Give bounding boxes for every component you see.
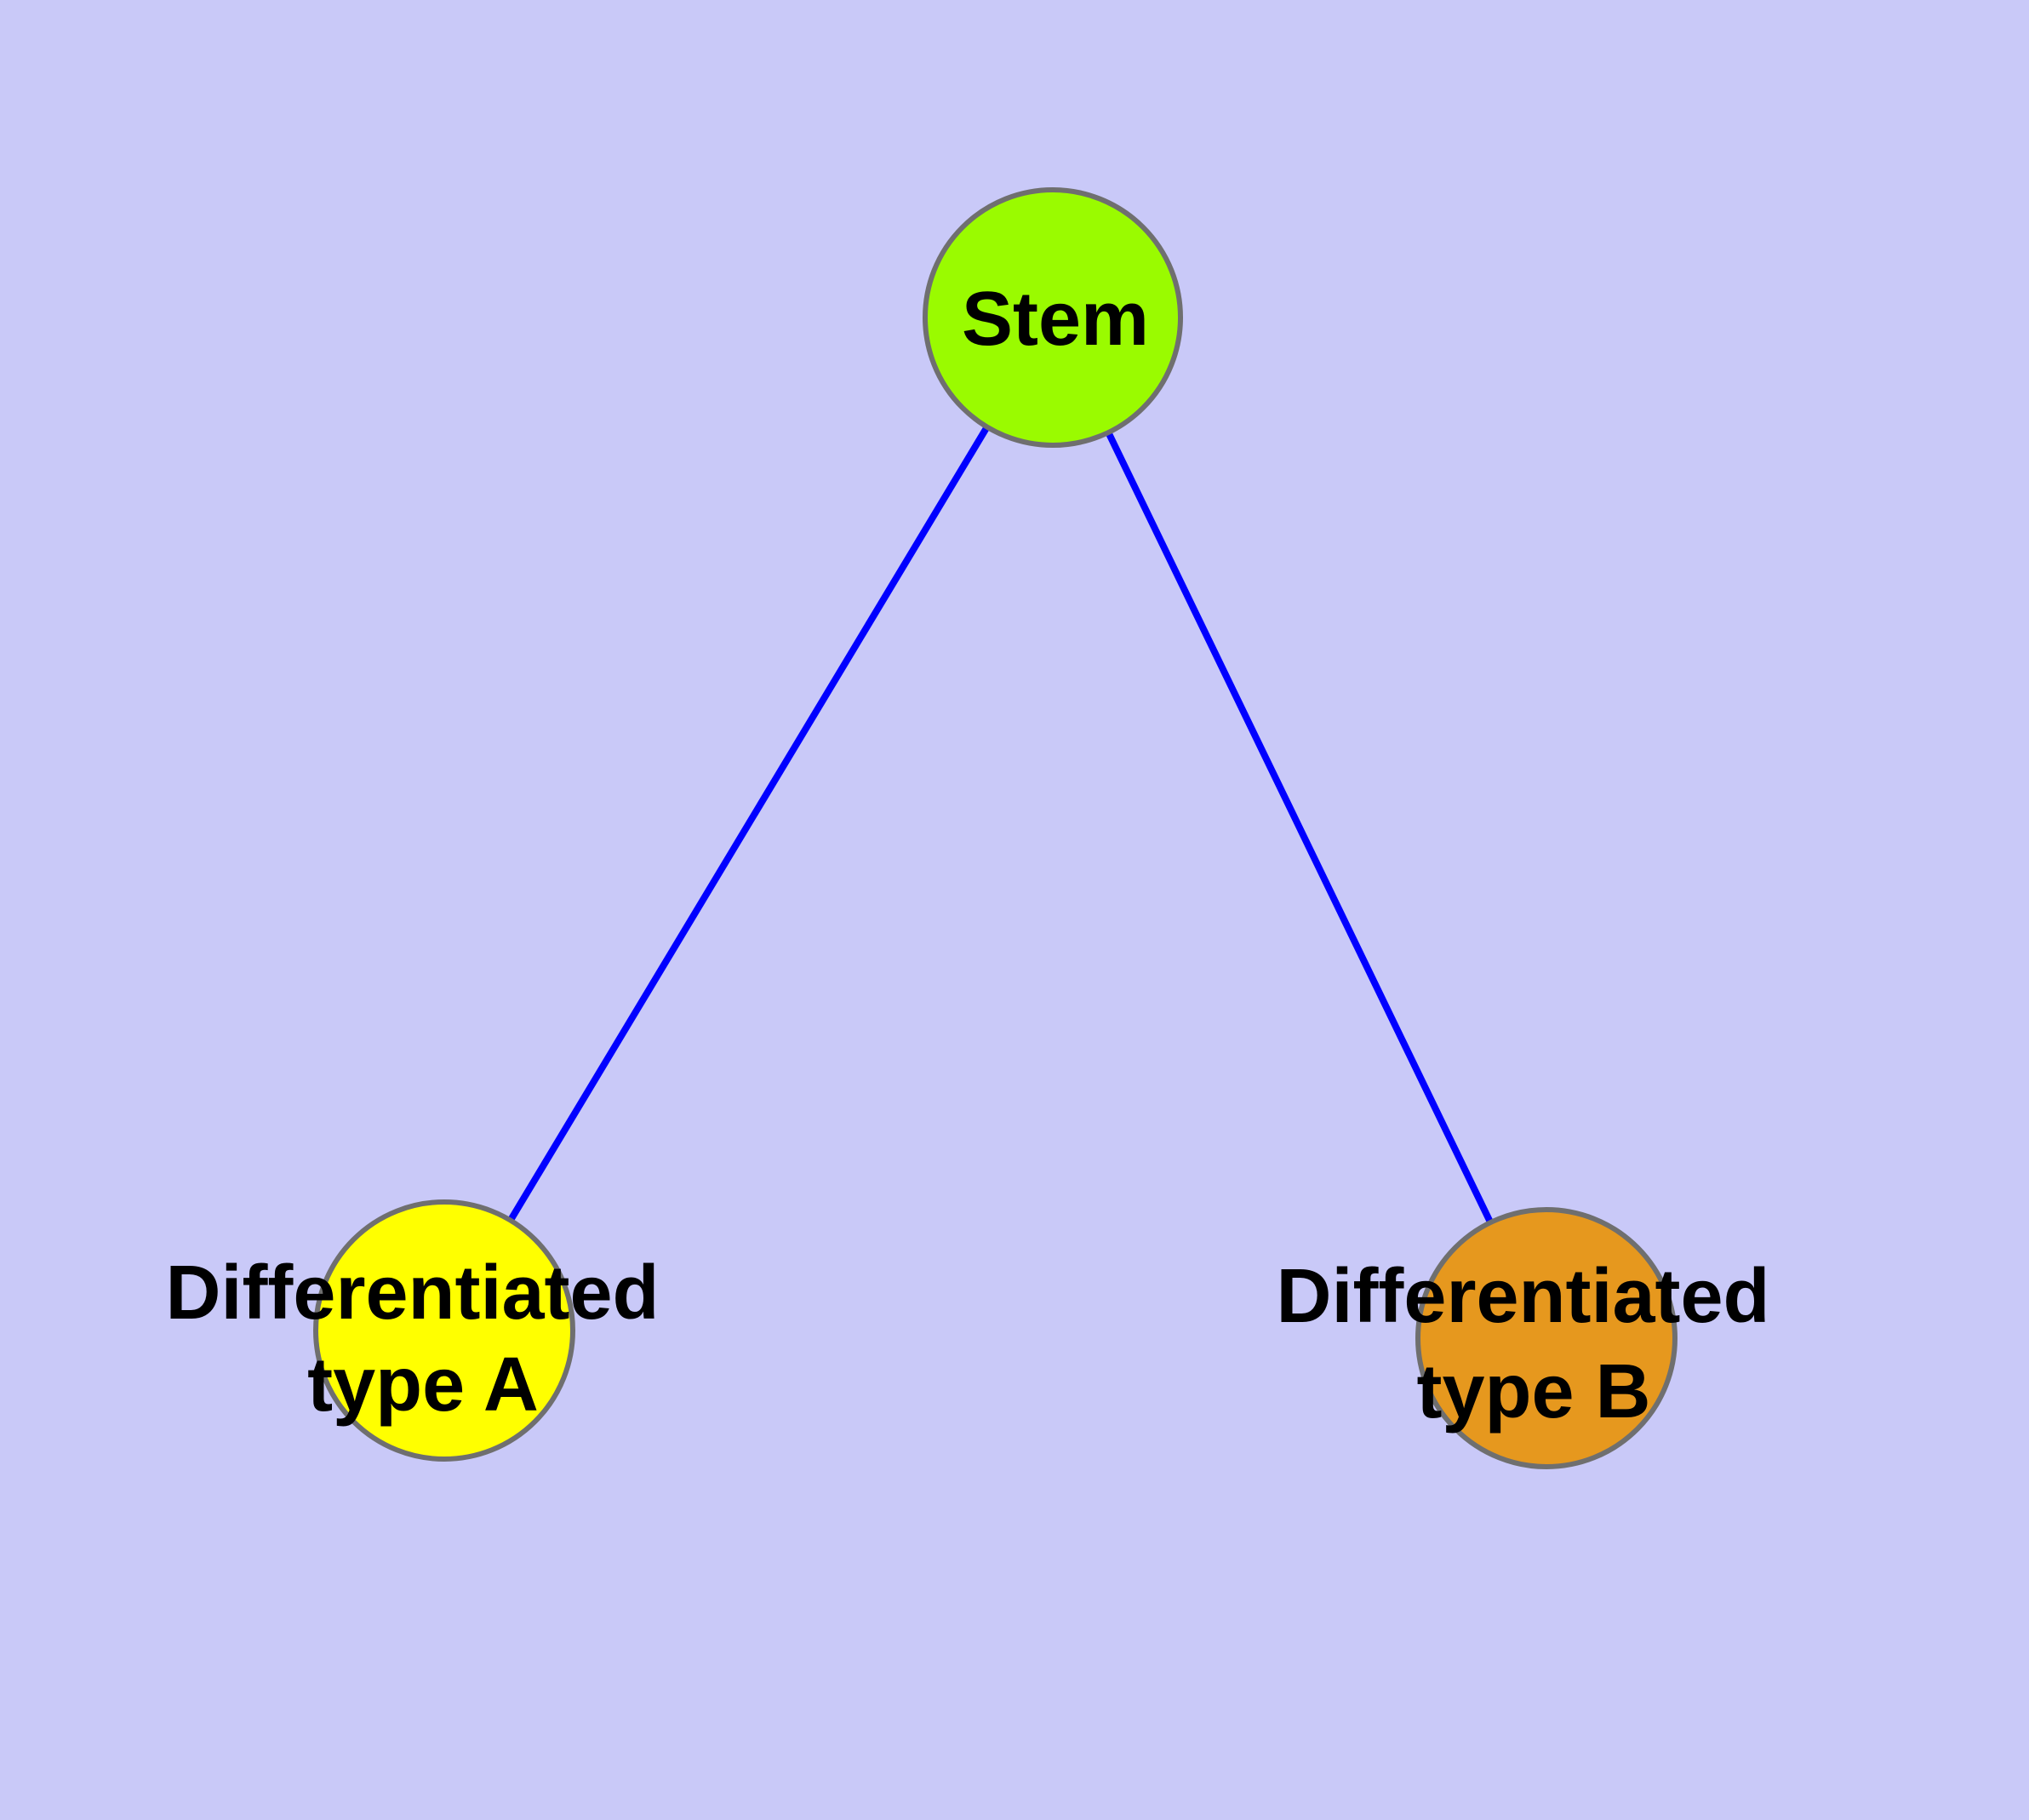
node-type-a-label: Differentiated type A (165, 1251, 680, 1428)
node-type-b-circle (1415, 1207, 1677, 1469)
node-type-b-label-line2: type B (1416, 1349, 1650, 1434)
node-type-a-label-line2: type A (307, 1342, 539, 1428)
node-type-a-circle (313, 1199, 575, 1462)
node-stem-label: Stem (962, 277, 1149, 362)
node-type-b-label-line1: Differentiated (1276, 1254, 1769, 1339)
node-stem-circle (923, 187, 1183, 448)
edge-stem-to-type-a (441, 315, 1056, 1333)
edge-stem-to-type-b (1049, 316, 1550, 1340)
node-type-b-label: Differentiated type B (1276, 1254, 1791, 1434)
node-type-a-label-line1: Differentiated (165, 1251, 659, 1336)
